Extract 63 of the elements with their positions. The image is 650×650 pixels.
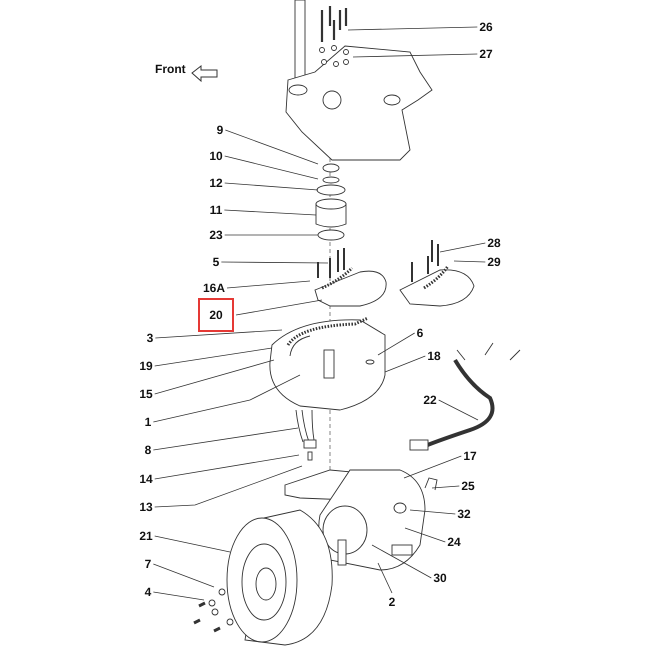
callout-number: 11 xyxy=(210,203,222,217)
callout-number: 5 xyxy=(212,255,220,269)
leader-line xyxy=(154,454,300,480)
callout-number: 23 xyxy=(209,228,223,242)
leader-line xyxy=(154,330,282,338)
direction-label: Front xyxy=(155,62,186,76)
callout-number: 6 xyxy=(416,326,424,340)
leader-line xyxy=(224,130,318,164)
leader-line xyxy=(220,262,328,264)
leader-line xyxy=(154,466,302,508)
leader-line xyxy=(440,242,486,252)
callout-number: 3 xyxy=(146,331,154,345)
callout-number: 24 xyxy=(447,535,461,549)
callout-number: 21 xyxy=(139,529,153,543)
callout-number: 13 xyxy=(139,500,153,514)
callout-number: 4 xyxy=(144,585,152,599)
leader-line xyxy=(404,456,462,478)
callout-number: 22 xyxy=(423,393,437,407)
callout-number: 16A xyxy=(203,281,225,295)
leader-line xyxy=(154,360,274,394)
callout-number: 1 xyxy=(144,415,152,429)
leader-line xyxy=(152,374,300,422)
callout-number: 18 xyxy=(427,349,441,363)
leader-line xyxy=(384,356,426,372)
leader-line xyxy=(236,300,322,316)
leader-line xyxy=(410,510,456,514)
callout-number: 19 xyxy=(139,359,153,373)
callout-number: 17 xyxy=(463,449,477,463)
leader-line xyxy=(352,54,478,58)
callout-number: 32 xyxy=(457,507,471,521)
callout-number: 28 xyxy=(487,236,501,250)
callout-number: 9 xyxy=(216,123,224,137)
callout-number: 26 xyxy=(479,20,493,34)
callout-number: 12 xyxy=(209,176,223,190)
leader-line xyxy=(378,332,416,356)
callout-number: 29 xyxy=(487,255,501,269)
leader-line xyxy=(378,562,392,594)
leader-line xyxy=(224,210,316,216)
callout-number: 10 xyxy=(209,149,223,163)
callout-number: 20 xyxy=(198,298,234,332)
leader-line xyxy=(348,26,478,30)
leader-line xyxy=(404,528,446,542)
leader-line xyxy=(224,182,318,190)
leader-line xyxy=(372,544,432,578)
leader-line xyxy=(432,486,460,488)
callout-number: 8 xyxy=(144,443,152,457)
callout-number: 14 xyxy=(139,472,153,486)
leader-line xyxy=(152,564,214,588)
callout-number: 27 xyxy=(479,47,493,61)
leader-line xyxy=(152,428,298,450)
leader-line xyxy=(224,156,318,180)
callout-number: 7 xyxy=(144,557,152,571)
leader-line xyxy=(152,592,204,600)
leader-line xyxy=(154,348,272,366)
callout-number: 15 xyxy=(139,387,153,401)
leader-line xyxy=(454,260,486,262)
callout-number: 2 xyxy=(388,595,396,609)
callout-number: 25 xyxy=(461,479,475,493)
callout-number: 30 xyxy=(433,571,447,585)
leader-line xyxy=(154,536,230,552)
leader-line xyxy=(226,280,310,288)
leader-line xyxy=(438,400,478,420)
leader-line xyxy=(224,234,318,236)
